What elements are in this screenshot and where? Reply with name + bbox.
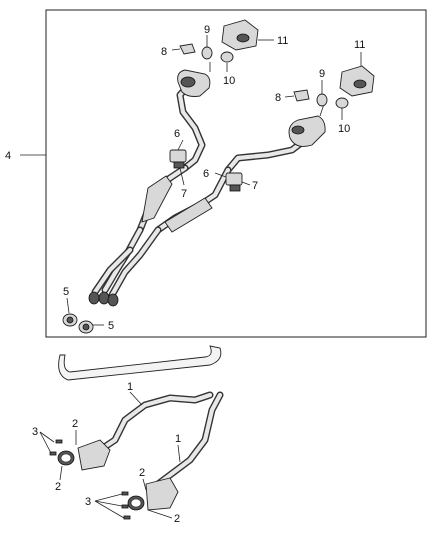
isolator-9a: [201, 46, 213, 60]
catalytic-converter-lower: [145, 477, 179, 511]
tip-10b: [335, 97, 349, 109]
callout-6b: 6: [203, 168, 209, 180]
callout-5b: 5: [108, 320, 114, 332]
hanger-bracket-8a: [179, 43, 196, 55]
callout-4: 4: [5, 150, 11, 162]
hanger-bracket-8b: [293, 89, 310, 102]
mid-pipe-group: [88, 164, 232, 307]
callout-10b: 10: [338, 123, 350, 135]
callout-6a: 6: [174, 128, 180, 140]
exhaust-tip-left: [88, 291, 100, 305]
callout-11a: 11: [277, 35, 288, 47]
exhaust-tip-right: [107, 293, 119, 307]
right-muffler-group: [224, 103, 326, 174]
clamp-6-7-left: [169, 139, 187, 186]
callout-10a: 10: [223, 75, 235, 87]
assembly-frame: [45, 9, 427, 338]
callout-11b: 11: [354, 39, 365, 51]
tip-10a: [220, 51, 234, 63]
left-muffler-group: [176, 62, 211, 172]
catalytic-converter-upper: [77, 439, 111, 471]
callout-3b: 3: [85, 496, 91, 508]
gasket-loop: [58, 345, 222, 381]
hardware-left: [171, 19, 274, 72]
callout-9a: 9: [204, 24, 210, 36]
callout-1b: 1: [175, 433, 181, 445]
callout-5a: 5: [63, 286, 69, 298]
callout-2a: 2: [72, 418, 78, 430]
isolator-9b: [316, 93, 328, 107]
callout-3a: 3: [32, 426, 38, 438]
downpipe-lower: [127, 391, 224, 511]
callout-7b: 7: [252, 180, 258, 192]
clamp-6-7-right: [214, 172, 251, 192]
callout-1a: 1: [127, 381, 133, 393]
callout-2c: 2: [139, 467, 145, 479]
callout-8b: 8: [275, 92, 281, 104]
callout-8a: 8: [161, 46, 167, 58]
hardware-right: [284, 52, 375, 120]
callout-2d: 2: [174, 513, 180, 525]
callout-9b: 9: [319, 68, 325, 80]
exhaust-tip-mid: [98, 291, 110, 305]
callout-7a: 7: [181, 188, 187, 200]
center-resonator: [164, 197, 213, 233]
callout-2b: 2: [55, 481, 61, 493]
left-resonator: [141, 175, 173, 223]
clamps-5: [62, 297, 104, 334]
right-muffler: [288, 115, 326, 147]
downpipe-upper: [57, 391, 214, 471]
